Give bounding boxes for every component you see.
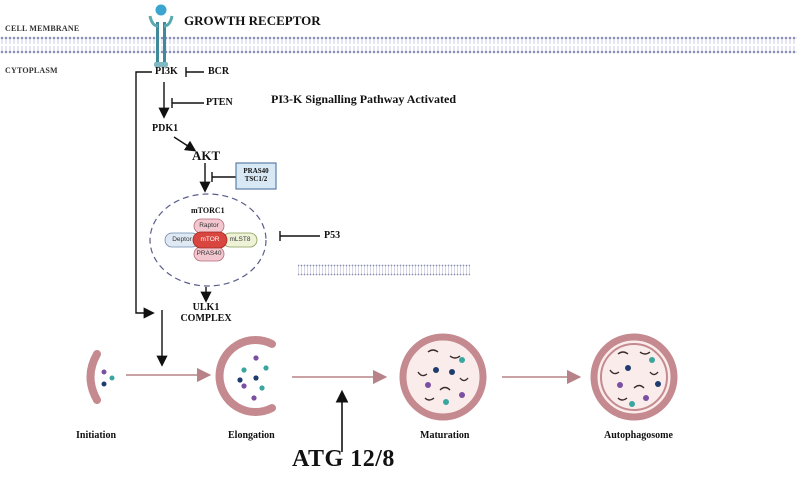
mtorc1-label: mTORC1 xyxy=(191,206,225,215)
pten-node: PTEN xyxy=(206,97,233,108)
cell-membrane xyxy=(0,36,797,54)
phagophore-icon xyxy=(86,350,115,404)
pi3k-bypass-arrow xyxy=(135,71,155,319)
ulk1-line1: ULK1 xyxy=(192,302,220,313)
p53-node: P53 xyxy=(324,230,341,241)
mlst8-label: mLST8 xyxy=(229,236,251,243)
pras40-box-line1: PRAS40 xyxy=(243,167,269,175)
membrane-fragment xyxy=(298,264,470,276)
pi3k-node: PI3K xyxy=(155,66,178,77)
elongation-phagophore-icon xyxy=(215,336,276,416)
receptor-icon xyxy=(148,4,174,67)
pdk1-to-akt-arrow xyxy=(173,136,197,152)
pathway-title: PI3-K Signalling Pathway Activated xyxy=(271,92,457,106)
pras40-pill-label: PRAS40 xyxy=(196,250,222,257)
pras40-box-line2: TSC1/2 xyxy=(244,175,268,183)
initiation-label: Initiation xyxy=(76,430,117,441)
raptor-label: Raptor xyxy=(199,222,219,229)
ulk1-complex-node: ULK1 COMPLEX xyxy=(176,302,236,324)
atg-label: ATG 12/8 xyxy=(292,446,395,472)
elongation-label: Elongation xyxy=(228,430,275,441)
mtor-pill xyxy=(192,231,228,249)
receptor-label: GROWTH RECEPTOR xyxy=(184,13,321,28)
deptor-label: Deptor xyxy=(172,236,192,243)
maturation-label: Maturation xyxy=(420,430,470,441)
maturation-vesicle-icon xyxy=(399,333,487,421)
bcr-node: BCR xyxy=(208,66,230,77)
pdk1-node: PDK1 xyxy=(152,123,179,134)
autophagosome-label: Autophagosome xyxy=(604,430,673,441)
cytoplasm-label: CYTOPLASM xyxy=(5,66,58,75)
mtor-label: mTOR xyxy=(200,236,220,243)
ulk1-line2: COMPLEX xyxy=(180,313,232,324)
cell-membrane-label: CELL MEMBRANE xyxy=(5,24,80,33)
autophagosome-icon xyxy=(590,333,678,421)
akt-node: AKT xyxy=(192,148,221,163)
mtorc1-complex xyxy=(149,193,267,287)
pras40-tsc-label: PRAS40 TSC1/2 xyxy=(236,167,276,183)
pras40-tsc-box xyxy=(235,162,277,190)
